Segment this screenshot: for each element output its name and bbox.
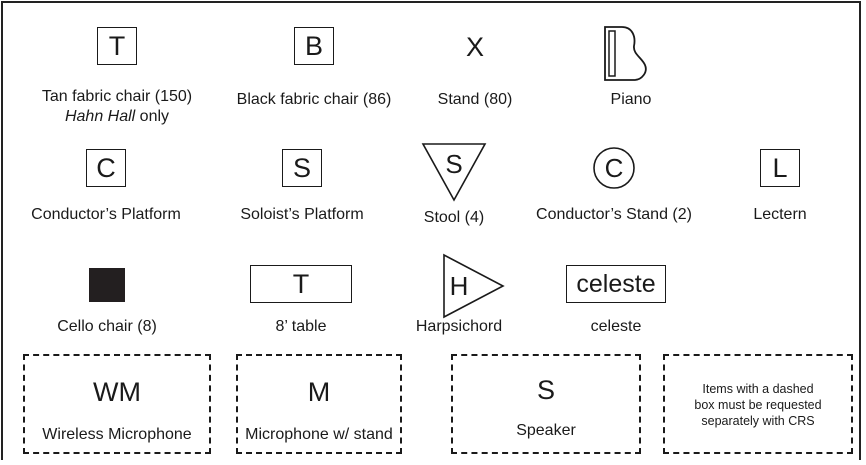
celeste-word: celeste (576, 269, 656, 298)
table-symbol: T (250, 265, 352, 303)
cello-chair-label: Cello chair (8) (57, 318, 157, 335)
harpsichord-icon: H (443, 253, 505, 319)
conductor-platform-label: Conductor’s Platform (31, 206, 181, 223)
stand-symbol: X (465, 32, 484, 62)
celeste-symbol: celeste (566, 265, 666, 303)
conductor-platform-letter: C (96, 152, 116, 183)
conductor-platform-symbol: C (86, 149, 126, 187)
note-line-1: Items with a dashed (702, 382, 814, 396)
mic-stand-label: Microphone w/ stand (245, 426, 393, 443)
tan-chair-symbol: T (97, 27, 137, 65)
speaker-symbol: S (536, 375, 555, 405)
table-letter: T (292, 268, 310, 299)
wireless-mic-label: Wireless Microphone (42, 426, 192, 443)
lectern-symbol: L (760, 149, 800, 187)
mic-stand-symbol: M (307, 377, 331, 407)
hahn-hall-text: Hahn Hall (64, 108, 136, 125)
table-label: 8’ table (275, 318, 327, 335)
tan-chair-letter: T (108, 30, 126, 61)
tan-chair-label-text: Tan fabric chair (150) (41, 88, 193, 105)
soloist-platform-symbol: S (282, 149, 322, 187)
piano-label: Piano (610, 91, 652, 108)
speaker-label: Speaker (516, 422, 576, 439)
lectern-letter: L (772, 152, 788, 183)
note-line-3: separately with CRS (701, 414, 815, 428)
stool-letter: S (445, 149, 462, 179)
note-box (663, 354, 853, 454)
wireless-mic-symbol: WM (93, 377, 141, 407)
stand-label: Stand (80) (437, 91, 513, 108)
soloist-platform-label: Soloist’s Platform (240, 206, 364, 223)
conductor-stand-letter: C (605, 153, 624, 183)
black-chair-label: Black fabric chair (86) (236, 91, 392, 108)
note-line-2: box must be requested (694, 398, 822, 412)
speaker-box (451, 354, 641, 454)
conductor-stand-label: Conductor’s Stand (2) (536, 206, 692, 223)
harpsichord-letter: H (450, 271, 469, 301)
conductor-stand-icon: C (593, 147, 635, 189)
stool-icon: S (421, 143, 487, 202)
black-chair-letter: B (304, 30, 323, 61)
black-chair-symbol: B (294, 27, 334, 65)
lectern-label: Lectern (753, 206, 807, 223)
only-text: only (135, 108, 170, 125)
wireless-mic-box (23, 354, 211, 454)
stool-label: Stool (4) (423, 209, 485, 226)
tan-chair-label: Tan fabric chair (150) (17, 88, 217, 106)
tan-chair-sublabel: Hahn Hall only (17, 108, 217, 126)
cello-chair-icon (89, 268, 125, 302)
harpsichord-label: Harpsichord (415, 318, 503, 335)
soloist-platform-letter: S (292, 152, 311, 183)
piano-icon (604, 26, 647, 81)
celeste-label: celeste (590, 318, 642, 335)
mic-stand-box (236, 354, 402, 454)
